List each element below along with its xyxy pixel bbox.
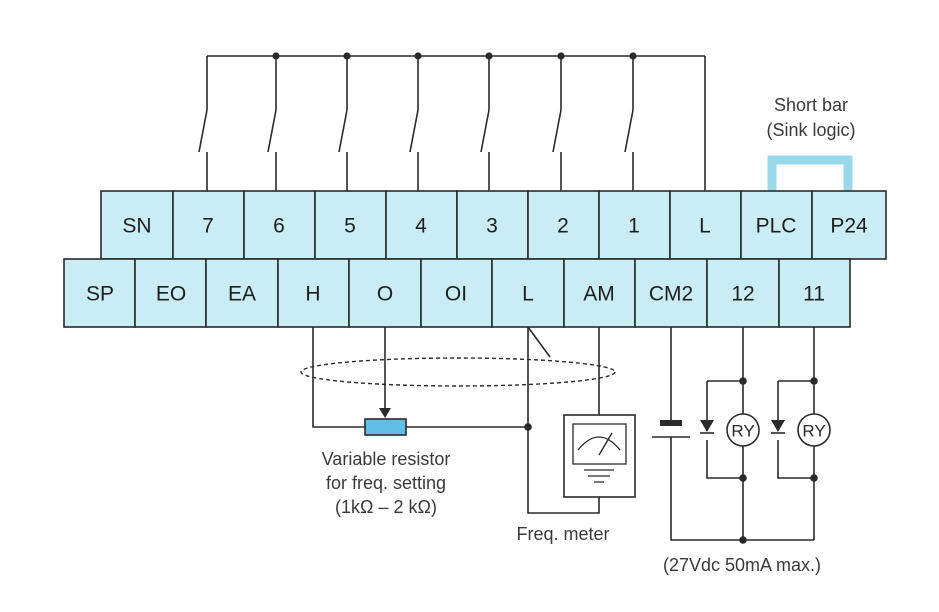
- terminal-12: [706, 258, 780, 328]
- terminal-5-label: 5: [344, 215, 356, 238]
- terminal-sp: [63, 258, 136, 328]
- short-bar-sublabel: (Sink logic): [766, 120, 855, 140]
- terminal-2-label: 2: [557, 215, 569, 238]
- short-bar-label: Short bar: [774, 95, 848, 115]
- terminal-11-label: 11: [803, 283, 825, 306]
- terminal-3: [456, 190, 529, 260]
- terminal-3-label: 3: [486, 215, 498, 238]
- terminal-oi-label: OI: [445, 283, 467, 306]
- terminal-p24: [811, 190, 887, 260]
- terminal-eo: [134, 258, 207, 328]
- variable-resistor: [364, 418, 407, 436]
- terminal-4-label: 4: [415, 215, 427, 238]
- terminal-sn: [100, 190, 174, 260]
- terminal-oi: [420, 258, 493, 328]
- terminal-o-label: O: [377, 283, 393, 306]
- terminal-sp-label: SP: [86, 283, 114, 306]
- terminal-cm2-label: CM2: [649, 283, 693, 306]
- terminal-ea-label: EA: [228, 283, 256, 306]
- terminal-7-label: 7: [202, 215, 214, 238]
- short-bar: [767, 155, 853, 192]
- terminal-1: [598, 190, 671, 260]
- terminal-11: [778, 258, 851, 328]
- terminal-plc: [740, 190, 813, 260]
- terminal-l-bottom: [491, 258, 565, 328]
- terminal-l-top-label: L: [699, 215, 711, 238]
- resistor-range: (1kΩ – 2 kΩ): [335, 497, 437, 517]
- relay-output-wiring: [652, 327, 831, 544]
- input-switch-wiring: [198, 52, 706, 191]
- terminal-am-label: AM: [583, 283, 615, 306]
- freq-meter-label: Freq. meter: [516, 524, 609, 544]
- analog-input-wiring: [300, 326, 636, 514]
- resistor-label: Variable resistor: [322, 449, 451, 469]
- terminal-h-label: H: [305, 283, 320, 306]
- terminal-ea: [205, 258, 279, 328]
- top-terminal-row: SN 7 6 5 4 3 2 1 L PLC P24: [100, 190, 887, 260]
- resistor-label-2: for freq. setting: [326, 473, 446, 493]
- terminal-p24-label: P24: [830, 215, 868, 238]
- terminal-cm2: [634, 258, 708, 328]
- terminal-7: [172, 190, 245, 260]
- terminal-l-bottom-label: L: [522, 283, 534, 306]
- bottom-terminal-row: SP EO EA H O OI L AM CM2 12 11: [63, 258, 851, 328]
- freq-meter-icon: [563, 414, 636, 498]
- relay-2-label: RY: [802, 422, 825, 441]
- terminal-sn-label: SN: [122, 215, 151, 238]
- terminal-eo-label: EO: [156, 283, 186, 306]
- terminal-plc-label: PLC: [756, 215, 797, 238]
- relay-spec-label: (27Vdc 50mA max.): [663, 555, 821, 575]
- terminal-6-label: 6: [273, 215, 285, 238]
- terminal-12-label: 12: [731, 283, 754, 306]
- relay-1-label: RY: [731, 422, 754, 441]
- terminal-o: [348, 258, 422, 328]
- terminal-am: [563, 258, 636, 328]
- terminal-1-label: 1: [628, 215, 640, 238]
